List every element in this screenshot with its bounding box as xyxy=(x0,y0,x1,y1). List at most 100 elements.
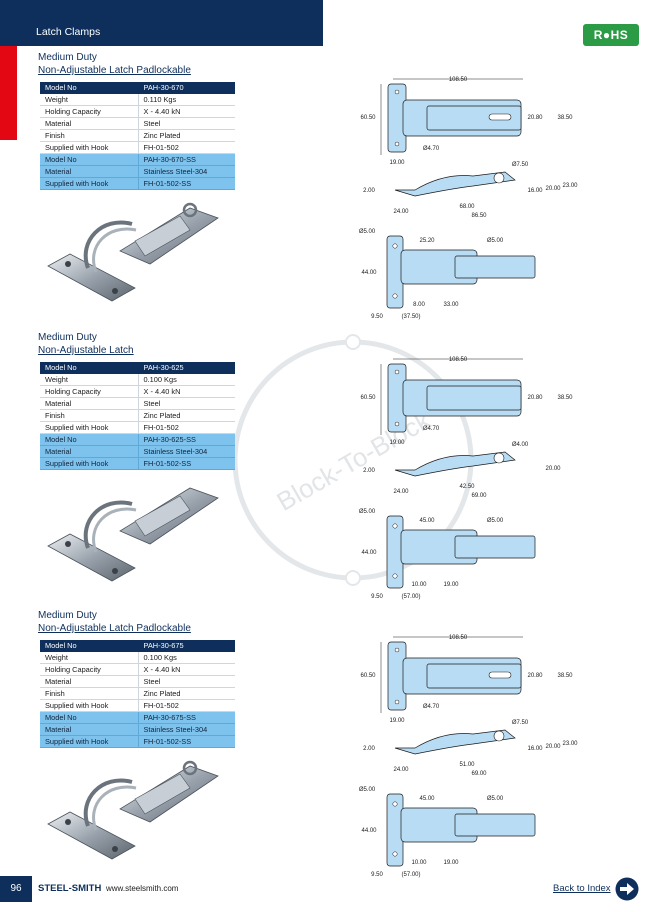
spec-label: Holding Capacity xyxy=(40,105,139,118)
spec-label: Finish xyxy=(40,687,139,700)
website-url[interactable]: www.steelsmith.com xyxy=(106,884,179,893)
spec-value: Zinc Plated xyxy=(138,687,235,700)
arrow-right-icon[interactable] xyxy=(615,877,639,901)
spec-label: Model No xyxy=(40,433,139,446)
svg-text:24.00: 24.00 xyxy=(393,767,409,773)
svg-text:33.00: 33.00 xyxy=(443,302,459,308)
spec-value: FH-01-502-SS xyxy=(138,177,235,190)
svg-text:20.00: 20.00 xyxy=(545,466,561,472)
spec-label: Material xyxy=(40,117,139,130)
svg-text:38.50: 38.50 xyxy=(557,673,573,679)
svg-text:44.00: 44.00 xyxy=(361,550,377,556)
svg-text:86.50: 86.50 xyxy=(471,213,487,219)
spec-label: Holding Capacity xyxy=(40,385,139,398)
page-number-box xyxy=(0,876,32,902)
spec-label: Supplied with Hook xyxy=(40,457,139,470)
svg-text:60.50: 60.50 xyxy=(360,673,376,679)
spec-value: 0.100 Kgs xyxy=(138,373,235,386)
svg-text:45.00: 45.00 xyxy=(419,518,435,524)
spec-value: Steel xyxy=(138,117,235,130)
svg-text:2.00: 2.00 xyxy=(363,746,375,752)
spec-label: Supplied with Hook xyxy=(40,735,139,748)
product-photo xyxy=(40,196,230,306)
svg-text:23.00: 23.00 xyxy=(562,741,578,747)
svg-text:10.00: 10.00 xyxy=(411,582,427,588)
header-bar xyxy=(0,0,323,46)
svg-text:60.50: 60.50 xyxy=(360,395,376,401)
spec-value: 0.110 Kgs xyxy=(138,93,235,106)
spec-value: Stainless Steel-304 xyxy=(138,723,235,736)
spec-value: FH-01-502 xyxy=(138,421,235,434)
spec-label: Supplied with Hook xyxy=(40,421,139,434)
spec-value: PAH-30-675-SS xyxy=(138,711,235,724)
spec-value: PAH-30-625-SS xyxy=(138,433,235,446)
spec-value: PAH-30-670 xyxy=(138,82,235,94)
spec-label: Material xyxy=(40,397,139,410)
svg-text:19.00: 19.00 xyxy=(389,718,405,724)
spec-value: Stainless Steel-304 xyxy=(138,445,235,458)
svg-text:Ø7.50: Ø7.50 xyxy=(512,162,529,168)
watermark: Block-To-Block xyxy=(232,334,474,586)
svg-text:69.00: 69.00 xyxy=(471,493,487,499)
svg-text:Ø5.00: Ø5.00 xyxy=(487,238,504,244)
svg-text:9.50: 9.50 xyxy=(371,314,383,320)
spec-label: Material xyxy=(40,723,139,736)
technical-drawing: 108.50 60.50 20.80 38.50 Ø4.70 19.00 Ø7.… xyxy=(355,618,590,883)
spec-label: Supplied with Hook xyxy=(40,699,139,712)
svg-text:51.00: 51.00 xyxy=(459,762,475,768)
svg-text:Ø4.00: Ø4.00 xyxy=(512,442,529,448)
technical-drawing: 108.50 60.50 20.80 38.50 Ø4.70 19.00 Ø7.… xyxy=(355,60,590,325)
spec-value: FH-01-502 xyxy=(138,141,235,154)
svg-text:Ø4.70: Ø4.70 xyxy=(423,426,440,432)
svg-text:Ø4.70: Ø4.70 xyxy=(423,704,440,710)
spec-label: Material xyxy=(40,445,139,458)
spec-value: X - 4.40 kN xyxy=(138,385,235,398)
spec-value: PAH-30-670-SS xyxy=(138,153,235,166)
svg-text:10.00: 10.00 xyxy=(411,860,427,866)
svg-text:38.50: 38.50 xyxy=(557,115,573,121)
technical-drawing: 108.50 60.50 20.80 38.50 Ø4.70 19.00 Ø4.… xyxy=(355,340,590,605)
svg-text:69.00: 69.00 xyxy=(471,771,487,777)
svg-text:8.00: 8.00 xyxy=(413,302,425,308)
svg-text:24.00: 24.00 xyxy=(393,489,409,495)
section-name: Non-Adjustable Latch xyxy=(38,345,134,356)
spec-label: Material xyxy=(40,675,139,688)
spec-label: Finish xyxy=(40,129,139,142)
svg-text:108.50: 108.50 xyxy=(449,357,468,363)
svg-text:23.00: 23.00 xyxy=(562,183,578,189)
svg-text:9.50: 9.50 xyxy=(371,594,383,600)
svg-text:19.00: 19.00 xyxy=(389,440,405,446)
product-photo xyxy=(40,754,230,864)
page-number: 96 xyxy=(10,883,22,894)
spec-value: FH-01-502-SS xyxy=(138,735,235,748)
svg-text:24.00: 24.00 xyxy=(393,209,409,215)
back-to-index-link[interactable]: Back to Index xyxy=(553,883,611,894)
svg-text:Ø4.70: Ø4.70 xyxy=(423,146,440,152)
spec-value: Steel xyxy=(138,397,235,410)
spec-label: Model No xyxy=(40,82,139,94)
svg-text:Ø5.00: Ø5.00 xyxy=(359,509,376,515)
svg-text:9.50: 9.50 xyxy=(371,872,383,878)
svg-text:44.00: 44.00 xyxy=(361,828,377,834)
spec-label: Weight xyxy=(40,373,139,386)
svg-text:20.00: 20.00 xyxy=(545,744,561,750)
svg-text:2.00: 2.00 xyxy=(363,188,375,194)
